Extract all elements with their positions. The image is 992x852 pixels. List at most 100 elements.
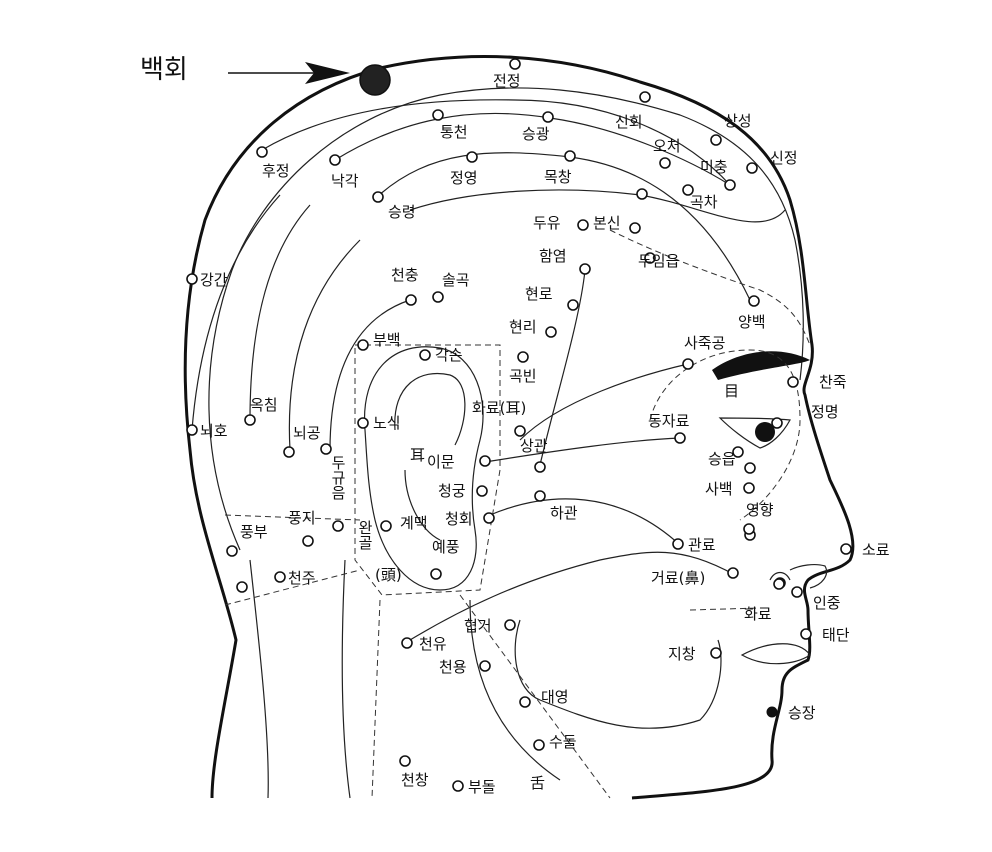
acupoint-label-hujeong: 후정 — [262, 162, 290, 180]
acupoint-label-nosik: 노식 — [373, 414, 401, 432]
acupoint-label-seunggwang: 승광 — [522, 125, 550, 143]
acupoint-label-gyemaek: 계맥 — [400, 514, 428, 532]
acupoint-marker-pungbu — [226, 545, 238, 557]
title-arrow-head — [305, 62, 350, 84]
acupoint-label-gangan: 강간 — [200, 271, 228, 289]
acupoint-marker-w5 — [732, 446, 744, 458]
acupoint-marker-hyeonro — [567, 299, 579, 311]
acupoint-label-gwallyo: 관료 — [688, 536, 716, 554]
acupoint-label-hagwan: 하관 — [550, 504, 578, 522]
acupoint-marker-nosik — [357, 417, 369, 429]
acupoint-marker-sanggwan — [534, 461, 546, 473]
acupoint-label-michung: 미충 — [700, 158, 728, 176]
acupoint-label-cheonggung: 청궁 — [438, 482, 466, 500]
acupoint-marker-yangbaek — [748, 295, 760, 307]
head-vertical-label: 두규음 — [329, 455, 347, 500]
acupoint-marker-jichang — [710, 647, 722, 659]
acupoint-label-cheonju: 천주 — [288, 569, 316, 587]
acupoint-label-okchim: 옥침 — [250, 396, 278, 414]
acupoint-marker-dongjaryo — [674, 432, 686, 444]
acupoint-marker-okchim — [244, 414, 256, 426]
acupoint-marker-sinjeong — [746, 162, 758, 174]
acupoint-marker-w7 — [743, 523, 755, 535]
acupoint-marker-yepung — [430, 568, 442, 580]
acupoint-label-gokbin: 곡빈 — [509, 367, 537, 385]
acupoint-label-daeyeong: 대영 — [541, 688, 569, 706]
acupoint-label-gokcha: 곡차 — [690, 193, 718, 211]
acupoint-marker-solgok — [432, 291, 444, 303]
acupoint-label-chanjuk: 찬죽 — [819, 373, 847, 391]
head-outline — [183, 55, 855, 800]
acupoint-marker-taedan — [800, 628, 812, 640]
acupoint-label-sudol: 수돌 — [549, 733, 577, 751]
acupoint-label-cheonghoe: 청회 — [445, 510, 473, 528]
acupoint-label-yeonghyang: 영향 — [746, 501, 774, 519]
acupoint-marker-soryo — [840, 543, 852, 555]
acupoint-label-sanggwan: 상관 — [520, 437, 548, 455]
acupoint-label-hwaryo: 화료(耳) — [472, 399, 526, 417]
acupoint-label-ocheo: 오처 — [653, 137, 681, 155]
acupoint-label-bubaek: 부백 — [373, 331, 401, 349]
acupoint-marker-tongcheon — [432, 109, 444, 121]
tongue-hanja: 舌 — [530, 774, 545, 792]
acupoint-marker-imun — [479, 455, 491, 467]
acupoint-marker-cheonggung — [476, 485, 488, 497]
acupoint-marker-noegong — [283, 446, 295, 458]
acupoint-marker-nakgak — [329, 154, 341, 166]
acupoint-marker-jeongmyeong — [771, 417, 783, 429]
acupoint-marker-hamyeom — [579, 263, 591, 275]
acupoint-label-hyeonri: 현리 — [509, 318, 537, 336]
ear-hanja: 耳 — [410, 446, 425, 464]
acupoint-label-dongjaryo: 동자료 — [648, 412, 690, 430]
acupoint-label-injung: 인중 — [813, 594, 841, 612]
acupoint-marker-cheonchung — [405, 294, 417, 306]
acupoint-label-hamyeom: 함염 — [539, 247, 567, 265]
acupoint-label-bonsin: 본신 — [593, 214, 621, 232]
acupoint-marker-duimeup — [644, 252, 656, 264]
acupoint-marker-michung — [682, 184, 694, 196]
acupoint-label-sajukgong: 사죽공 — [684, 334, 725, 352]
eye-hanja: 目 — [724, 382, 739, 400]
acupoint-label-sinhoe: 신회 — [615, 113, 643, 131]
acupoint-label-taedan: 태단 — [822, 626, 850, 644]
acupoint-label-seungnyeong: 승령 — [388, 203, 416, 221]
acupoint-marker-cheonyu — [401, 637, 413, 649]
acupoint-label-cheonyong: 천용 — [439, 658, 467, 676]
acupoint-label-cheonyu: 천유 — [419, 635, 447, 653]
acupoint-marker-budol — [452, 780, 464, 792]
acupoint-label-noegong: 뇌공 — [293, 424, 321, 442]
acupoint-label-imun: 이문 — [427, 453, 455, 471]
acupoint-marker-duyu — [577, 219, 589, 231]
acupoint-label-hwaryo_nose: 화료 — [744, 605, 772, 623]
acupoint-label-georyo: 거료(鼻) — [651, 569, 705, 587]
acupoint-marker-jeonjeong — [509, 58, 521, 70]
acupoint-label-budol: 부돌 — [468, 778, 496, 796]
acupoint-label-seungeup: 승읍 — [708, 450, 736, 468]
acupoint-label-pungbu: 풍부 — [240, 523, 268, 541]
acupoint-label-jeongyeong: 정영 — [450, 169, 478, 187]
acupoint-label-jeonjeong: 전정 — [493, 72, 521, 90]
acupoint-marker-ocheo — [659, 157, 671, 169]
acupoint-label-nakgak: 낙각 — [331, 172, 359, 190]
acupoint-label-yangbaek: 양백 — [738, 313, 766, 331]
acupoint-marker-daeyeong — [519, 696, 531, 708]
acupoint-marker-hyeopgeo — [504, 619, 516, 631]
acupoint-label-sangseong: 상성 — [724, 112, 752, 130]
acupoint-marker-mokchang — [564, 150, 576, 162]
acupoint-marker-gangan — [186, 273, 198, 285]
acupoint-marker-hujeong — [256, 146, 268, 158]
acupoint-marker-seungeup — [744, 462, 756, 474]
acupoint-label-hyeopgeo: 협거 — [464, 617, 492, 635]
acupoint-marker-bubaek — [357, 339, 369, 351]
acupoint-label-hyeonro: 현로 — [525, 285, 553, 303]
acupoint-marker-pungji — [302, 535, 314, 547]
ear-outline — [363, 346, 484, 591]
acupoint-marker-hagwan — [534, 490, 546, 502]
acupoint-marker-sangseong — [710, 134, 722, 146]
acupoint-marker-injung — [791, 586, 803, 598]
acupoint-label-seungjang: 승장 — [788, 704, 816, 722]
acupoint-marker-gakson — [419, 349, 431, 361]
acupoint-label-duyu: 두유 — [533, 214, 561, 232]
acupoint-label-duimeup: 두임읍 — [638, 252, 679, 270]
acupoint-marker-baekhoe — [359, 64, 391, 96]
